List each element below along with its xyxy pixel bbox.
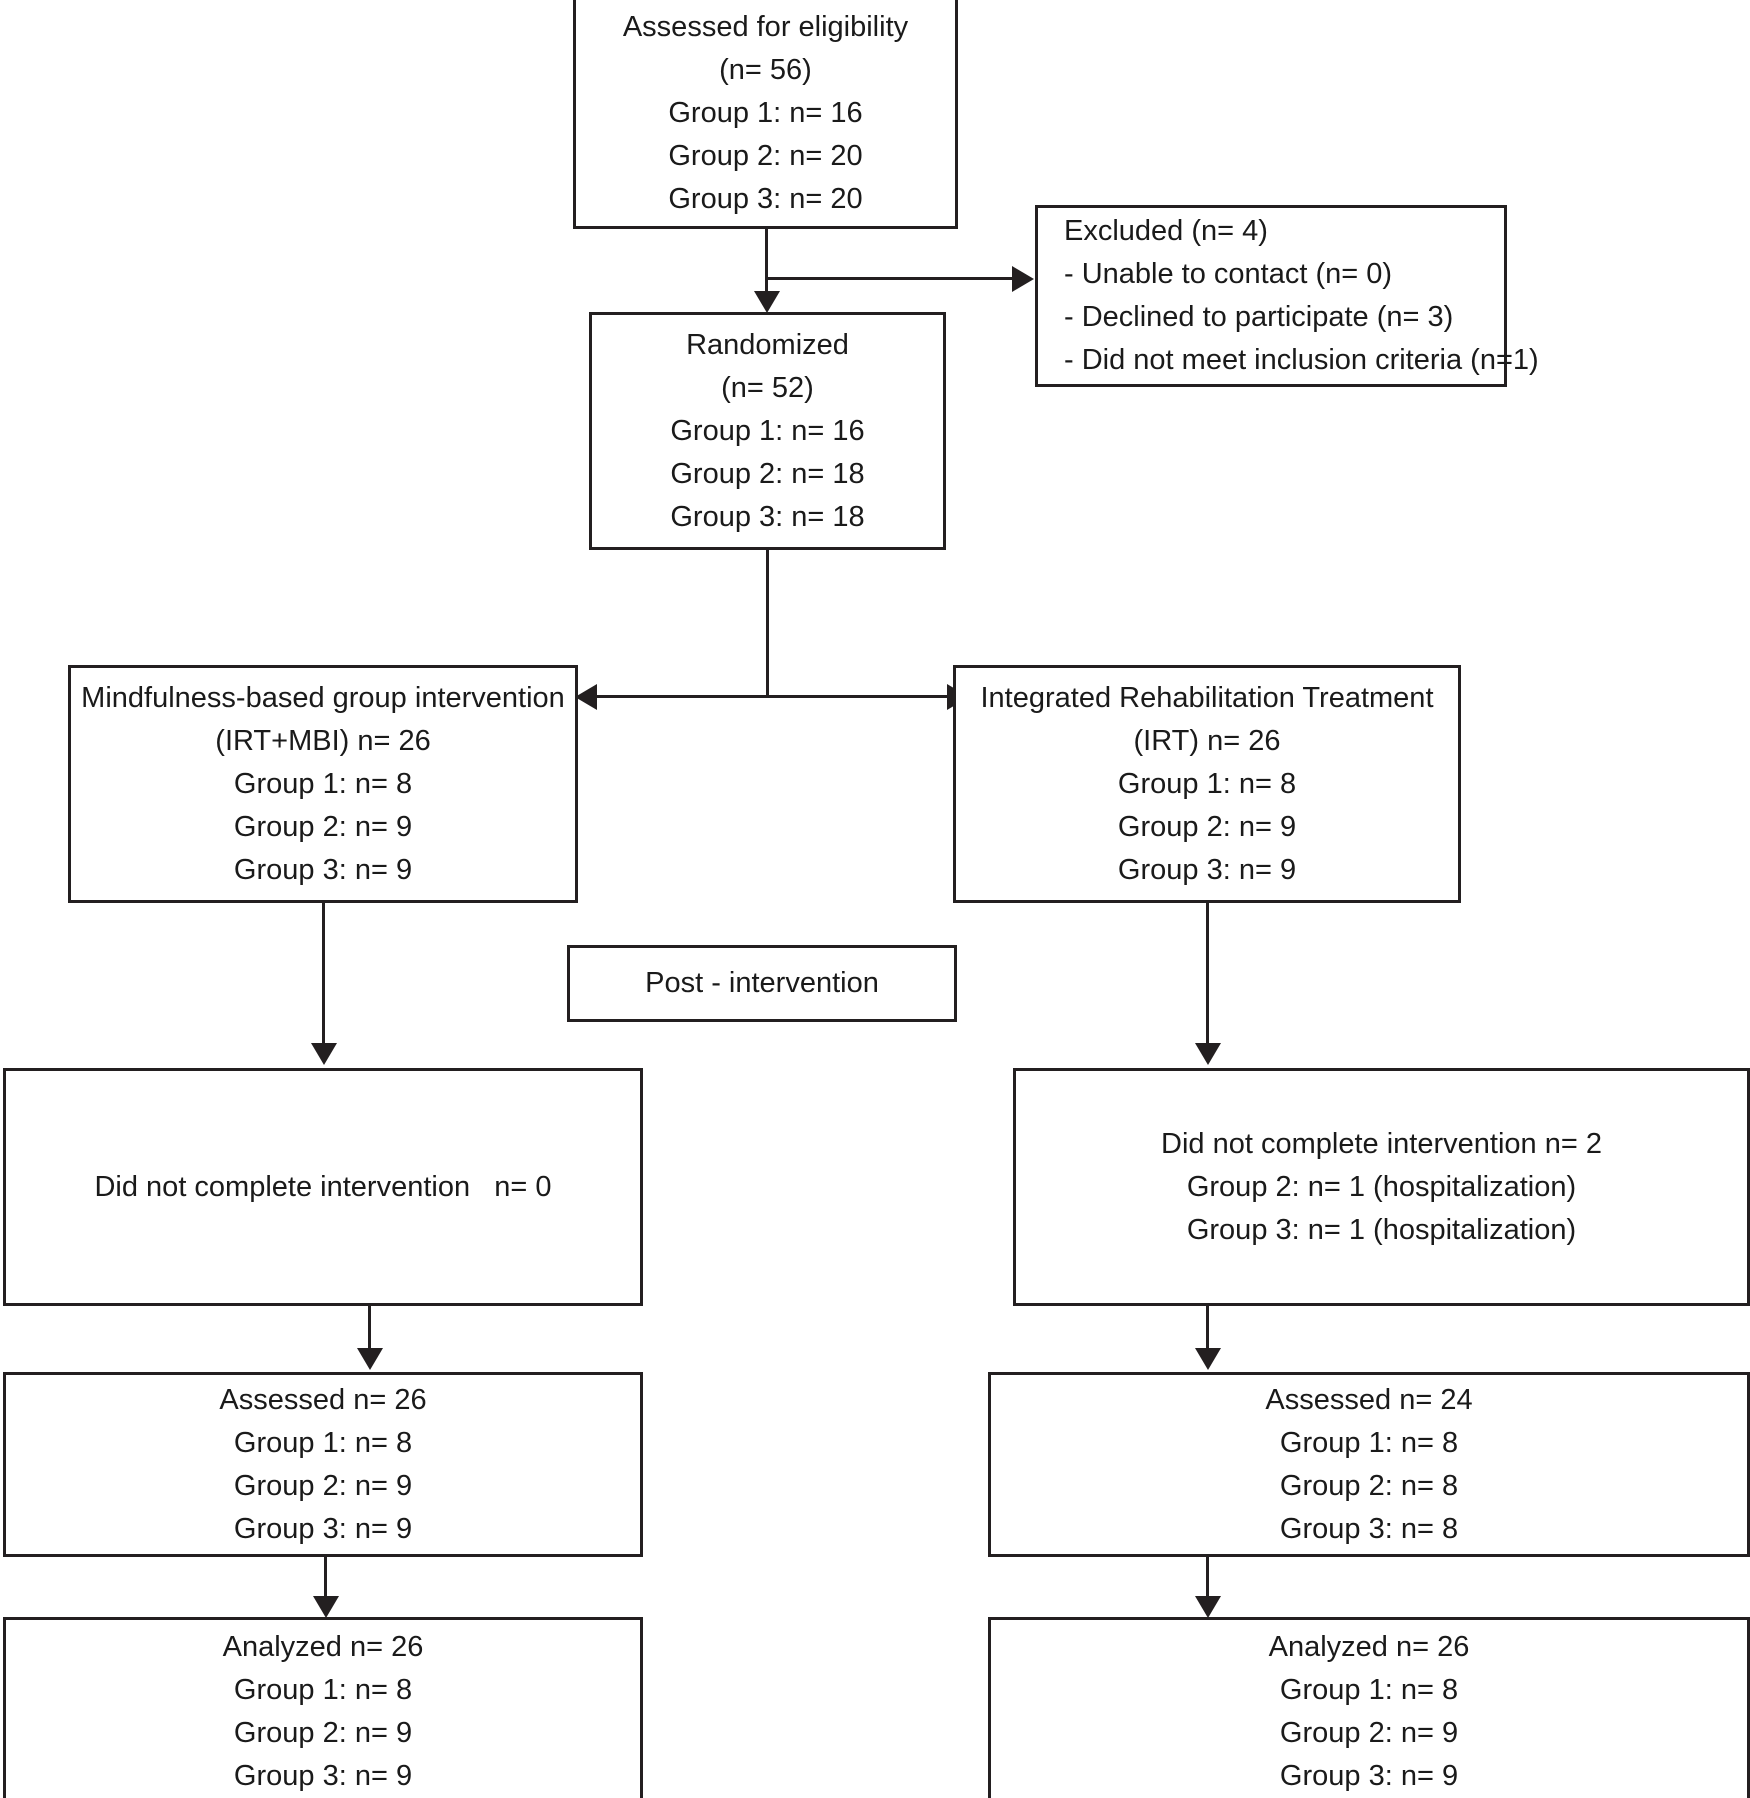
node-line: Group 1: n= 8 — [233, 767, 413, 800]
node-intervention-irt: Integrated Rehabilitation Treatment (IRT… — [953, 665, 1461, 903]
node-line: Post - intervention — [645, 967, 879, 999]
node-line: Group 3: n= 18 — [670, 500, 865, 533]
connector-to-excluded — [765, 277, 1014, 280]
node-line: (n= 56) — [719, 53, 812, 86]
connector-left-intervention-to-dropout — [322, 903, 325, 1046]
node-line: Group 3: n= 8 — [1279, 1512, 1459, 1545]
connector-right-intervention-to-dropout — [1206, 903, 1209, 1046]
connector-eligibility-to-randomized-lower — [765, 279, 768, 300]
node-line: Group 3: n= 1 (hospitalization) — [1186, 1213, 1577, 1246]
node-line: Assessed for eligibility — [622, 10, 909, 43]
arrow-right-intervention-to-dropout — [1195, 1043, 1221, 1065]
node-line: Randomized — [686, 328, 849, 361]
node-line: Group 3: n= 9 — [233, 853, 413, 886]
node-line: Excluded (n= 4) — [1064, 215, 1268, 247]
connector-eligibility-to-randomized — [765, 229, 768, 295]
node-assessed-right: Assessed n= 24 Group 1: n= 8 Group 2: n=… — [988, 1372, 1750, 1557]
node-line: Group 1: n= 8 — [1279, 1426, 1459, 1459]
node-line: (IRT+MBI) n= 26 — [215, 724, 431, 757]
node-line: - Did not meet inclusion criteria (n=1) — [1064, 344, 1539, 376]
node-line: Analyzed n= 26 — [222, 1631, 424, 1663]
connector-right-assessed-to-analyzed — [1206, 1557, 1209, 1599]
node-assessed-for-eligibility: Assessed for eligibility (n= 56) Group 1… — [573, 0, 958, 229]
arrow-left-dropout-to-assessed — [357, 1348, 383, 1370]
connector-randomized-stem — [766, 550, 769, 698]
node-line: Group 1: n= 8 — [1117, 767, 1297, 800]
connector-randomized-split-left — [597, 695, 769, 698]
node-dropout-left: Did not complete intervention n= 0 — [3, 1068, 643, 1306]
node-line: - Declined to participate (n= 3) — [1064, 301, 1454, 333]
node-intervention-mindfulness: Mindfulness-based group intervention (IR… — [68, 665, 578, 903]
node-line: (IRT) n= 26 — [1133, 724, 1281, 757]
node-line: Did not complete intervention n= 0 — [94, 1170, 552, 1203]
node-randomized: Randomized (n= 52) Group 1: n= 16 Group … — [589, 312, 946, 550]
node-line: Group 1: n= 8 — [1279, 1674, 1459, 1706]
node-line: Group 3: n= 9 — [233, 1512, 413, 1545]
node-line: Group 3: n= 9 — [1279, 1760, 1459, 1792]
node-line: Group 2: n= 9 — [1117, 810, 1297, 843]
connector-left-assessed-to-analyzed — [324, 1557, 327, 1599]
node-line: Analyzed n= 26 — [1268, 1631, 1470, 1663]
node-line: Group 1: n= 8 — [233, 1674, 413, 1706]
arrow-right-assessed-to-analyzed — [1195, 1596, 1221, 1618]
connector-left-dropout-to-assessed — [368, 1306, 371, 1351]
node-line: Group 3: n= 20 — [668, 182, 863, 215]
node-analyzed-left: Analyzed n= 26 Group 1: n= 8 Group 2: n=… — [3, 1617, 643, 1798]
node-line: Group 2: n= 8 — [1279, 1469, 1459, 1502]
node-line: Group 3: n= 9 — [233, 1760, 413, 1792]
node-line: Mindfulness-based group intervention — [81, 681, 565, 714]
node-line: Integrated Rehabilitation Treatment — [980, 681, 1434, 714]
node-post-intervention: Post - intervention — [567, 945, 957, 1022]
node-excluded: Excluded (n= 4) - Unable to contact (n= … — [1035, 205, 1539, 387]
node-line: Assessed n= 24 — [1265, 1383, 1473, 1416]
node-line: Group 2: n= 9 — [1279, 1717, 1459, 1749]
arrow-to-intervention-left — [575, 684, 597, 710]
node-line: Did not complete intervention n= 2 — [1161, 1127, 1602, 1160]
node-assessed-left: Assessed n= 26 Group 1: n= 8 Group 2: n=… — [3, 1372, 643, 1557]
node-line: Group 1: n= 16 — [668, 96, 863, 129]
node-line: Group 2: n= 18 — [670, 457, 865, 490]
node-line: Group 1: n= 16 — [670, 414, 865, 447]
arrow-left-assessed-to-analyzed — [313, 1596, 339, 1618]
arrow-right-dropout-to-assessed — [1195, 1348, 1221, 1370]
node-line: (n= 52) — [721, 371, 814, 404]
node-line: Group 2: n= 9 — [233, 810, 413, 843]
connector-randomized-split-right — [766, 695, 949, 698]
node-analyzed-right: Analyzed n= 26 Group 1: n= 8 Group 2: n=… — [988, 1617, 1750, 1798]
arrow-eligibility-to-randomized — [754, 291, 780, 313]
arrow-to-excluded — [1012, 266, 1034, 292]
arrow-left-intervention-to-dropout — [311, 1043, 337, 1065]
node-line: Group 2: n= 20 — [668, 139, 863, 172]
node-line: Group 2: n= 9 — [233, 1717, 413, 1749]
node-dropout-right: Did not complete intervention n= 2 Group… — [1013, 1068, 1750, 1306]
connector-right-dropout-to-assessed — [1206, 1306, 1209, 1351]
node-line: Group 1: n= 8 — [233, 1426, 413, 1459]
node-line: - Unable to contact (n= 0) — [1064, 258, 1393, 290]
node-line: Group 2: n= 1 (hospitalization) — [1186, 1170, 1577, 1203]
node-line: Group 3: n= 9 — [1117, 853, 1297, 886]
node-line: Assessed n= 26 — [219, 1383, 427, 1416]
node-line: Group 2: n= 9 — [233, 1469, 413, 1502]
